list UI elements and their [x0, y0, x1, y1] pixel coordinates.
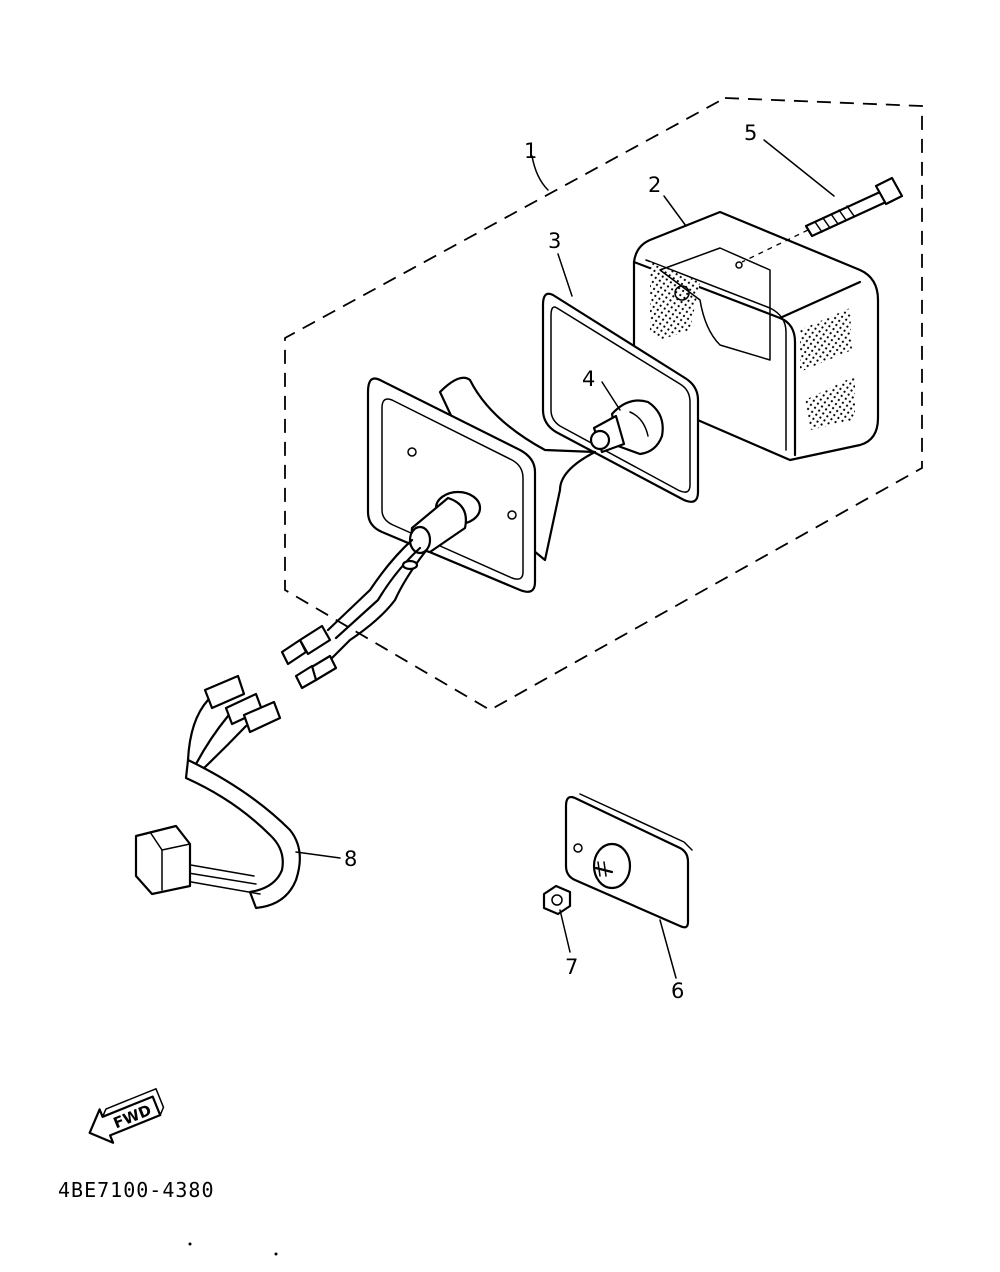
- lamp-base: [366, 376, 597, 593]
- part-code: 4BE7100-4380: [58, 1178, 215, 1202]
- nut: [542, 884, 572, 916]
- gasket: [541, 292, 700, 503]
- speck: [188, 1242, 192, 1246]
- license-lamp: [564, 793, 693, 929]
- assembly-boundary: [284, 97, 923, 712]
- speck: [274, 1252, 278, 1256]
- callout-4: 4: [582, 367, 595, 391]
- callout-3: 3: [548, 229, 561, 253]
- fwd-arrow-icon: FWD: [88, 1088, 165, 1144]
- lead-wires: [280, 538, 427, 690]
- callout-5: 5: [744, 121, 757, 145]
- screw: [741, 176, 904, 263]
- wire-harness: [134, 674, 301, 910]
- bulb: [589, 399, 664, 456]
- leader-lines: [295, 139, 835, 979]
- callout-2: 2: [648, 173, 661, 197]
- callout-7: 7: [565, 955, 578, 979]
- callout-8: 8: [344, 847, 357, 871]
- callout-6: 6: [671, 979, 684, 1003]
- callout-1: 1: [524, 139, 537, 163]
